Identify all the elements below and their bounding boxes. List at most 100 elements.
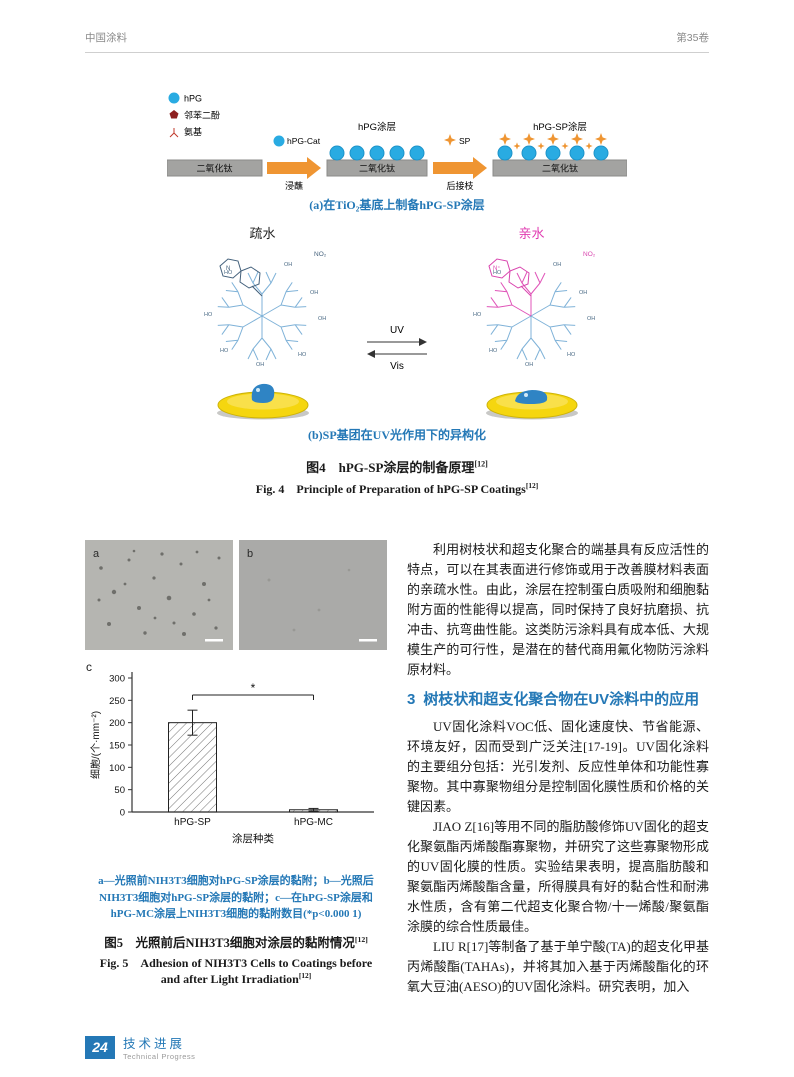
article-text-column: 利用树枝状和超支化聚合的端基具有反应活性的特点，可以在其表面进行修饰或用于改善膜… bbox=[407, 540, 709, 997]
ho-label: HO bbox=[493, 270, 502, 276]
oh-label: OH bbox=[256, 362, 264, 368]
catechol-legend-icon bbox=[169, 110, 179, 119]
page-number: 24 bbox=[85, 1035, 115, 1059]
ho-label: HO bbox=[220, 348, 229, 354]
paragraph-3: JIAO Z[16]等用不同的脂肪酸修饰UV固化的超支化聚氨酯丙烯酸酯寡聚物，并… bbox=[407, 819, 709, 934]
panel-b-label: b bbox=[247, 548, 253, 560]
uv-label: UV bbox=[390, 325, 404, 336]
dip-arrow-icon bbox=[267, 157, 321, 179]
paragraph-4: LIU R[17]等制备了基于单宁酸(TA)的超支化甲基丙烯酸酯(TAHAs)，… bbox=[407, 939, 709, 994]
graft-arrow-icon bbox=[433, 157, 487, 179]
ho-label: HO bbox=[224, 270, 233, 276]
panel-a-label: a bbox=[93, 548, 100, 560]
substrate-label-1: 二氧化钛 bbox=[196, 163, 232, 174]
ho-label: HO bbox=[204, 312, 213, 318]
note-line: NIH3T3细胞对hPG-SP涂层的黏附；c—在hPG-SP涂层和 bbox=[99, 891, 373, 904]
section-number: 3 bbox=[407, 691, 416, 708]
figure5-caption-cn: 图5 光照前后NIH3T3细胞对涂层的黏附情况[12] bbox=[104, 934, 368, 950]
step2-method: 后接枝 bbox=[446, 180, 473, 191]
figure4-scheme: hPG 邻苯二酚 氨基 二氧化钛 hPG-Cat 浸蘸 hPG涂层 二氧化钛 bbox=[97, 88, 697, 192]
substrate-label-2: 二氧化钛 bbox=[359, 163, 395, 174]
sp-star-icon bbox=[444, 134, 456, 146]
figure4a-caption: (a)在TiO₂基底上制备hPG-SP涂层 bbox=[309, 198, 485, 212]
coating1-label: hPG涂层 bbox=[358, 121, 396, 133]
section-title: 树枝状和超支化聚合物在UV涂料中的应用 bbox=[423, 691, 700, 708]
figure4-caption-cn: 图4 hPG-SP涂层的制备原理[12] bbox=[306, 459, 488, 475]
figure5-notes: a—光照前NIH3T3细胞对hPG-SP涂层的黏附；b—光照后 NIH3T3细胞… bbox=[85, 873, 387, 923]
scale-bar bbox=[205, 639, 223, 642]
footer-section-en: Technical Progress bbox=[123, 1052, 196, 1061]
water-droplet-flat bbox=[514, 390, 547, 404]
ho-label: HO bbox=[489, 348, 498, 354]
svg-text:细胞/(个·mm⁻²): 细胞/(个·mm⁻²) bbox=[89, 711, 102, 779]
ho-label: HO bbox=[473, 312, 482, 318]
uv-vis-arrows: UV Vis bbox=[361, 323, 433, 422]
substrate-bar-3 bbox=[492, 159, 627, 177]
figure5-caption-en: Fig. 5 Adhesion of NIH3T3 Cells to Coati… bbox=[99, 955, 373, 986]
page-header: 中国涂料 第35卷 bbox=[85, 30, 709, 53]
figure5-ref: [12] bbox=[354, 934, 368, 944]
scale-bar bbox=[359, 639, 377, 642]
oh-label: OH bbox=[587, 316, 595, 322]
svg-text:250: 250 bbox=[109, 696, 125, 707]
svg-text:100: 100 bbox=[109, 763, 125, 774]
svg-text:50: 50 bbox=[114, 785, 125, 796]
substrate-bar-1 bbox=[167, 159, 263, 177]
svg-text:300: 300 bbox=[109, 674, 125, 685]
molecule-hydrophobic: OH OH OH HO OH HO HO HO N bbox=[204, 251, 327, 368]
faint-dots bbox=[267, 568, 351, 632]
amine-legend-icon bbox=[169, 128, 179, 138]
step2-reagent: SP bbox=[459, 136, 471, 146]
figure4-isomerization: 疏水 OH OH OH HO OH bbox=[97, 223, 697, 422]
step1-reagent: hPG-Cat bbox=[287, 136, 321, 146]
legend-catechol-label: 邻苯二酚 bbox=[184, 110, 220, 121]
ho-label: HO bbox=[567, 352, 576, 358]
figure4-caption-en: Fig. 4 Principle of Preparation of hPG-S… bbox=[255, 481, 539, 496]
svg-text:hPG-MC: hPG-MC bbox=[294, 817, 333, 828]
hpg-sp-particles-row bbox=[497, 145, 609, 161]
hydrophilic-label: 亲水 bbox=[518, 226, 545, 241]
footer-section-cn: 技术进展 bbox=[123, 1037, 186, 1051]
water-droplet-round bbox=[251, 383, 274, 403]
oh-label: OH bbox=[579, 290, 587, 296]
hpg-cat-dot-icon bbox=[273, 135, 285, 147]
n-atom-label: N bbox=[226, 266, 230, 272]
no2-label: NO₂ bbox=[583, 251, 596, 258]
substrate-label-3: 二氧化钛 bbox=[542, 163, 578, 174]
svg-text:hPG-SP: hPG-SP bbox=[174, 817, 211, 828]
spiropyran-rings bbox=[219, 258, 263, 297]
legend-hpg-label: hPG bbox=[184, 94, 202, 104]
micrograph-a: a bbox=[85, 540, 233, 650]
svg-text:200: 200 bbox=[109, 718, 125, 729]
figure5-ref-en: [12] bbox=[298, 970, 312, 980]
hpg-legend-icon bbox=[168, 92, 180, 104]
svg-text:150: 150 bbox=[109, 741, 125, 752]
hydrophobic-column: 疏水 OH OH OH HO OH bbox=[180, 223, 345, 422]
cells-dots bbox=[97, 549, 221, 636]
hydrophobic-label: 疏水 bbox=[249, 226, 276, 241]
oh-label: OH bbox=[553, 262, 561, 268]
figure4-ref: [12] bbox=[474, 459, 488, 469]
oh-label: OH bbox=[525, 362, 533, 368]
hpg-particles-row bbox=[329, 145, 425, 161]
section-heading: 3 树枝状和超支化聚合物在UV涂料中的应用 bbox=[407, 689, 709, 710]
header-volume: 第35卷 bbox=[676, 32, 709, 44]
svg-text:*: * bbox=[251, 681, 256, 695]
micrograph-panels: a b bbox=[85, 540, 387, 650]
figure4-ref-en: [12] bbox=[525, 481, 539, 490]
figure-5: a b c bbox=[85, 540, 387, 997]
paragraph-1: 利用树枝状和超支化聚合的端基具有反应活性的特点，可以在其表面进行修饰或用于改善膜… bbox=[407, 542, 709, 677]
no2-label: NO₂ bbox=[314, 251, 327, 258]
panel-c-label: c bbox=[86, 660, 92, 674]
legend-amine-label: 氨基 bbox=[184, 126, 202, 137]
vis-label: Vis bbox=[390, 361, 404, 372]
ho-label: HO bbox=[298, 352, 307, 358]
hydrophilic-column: 亲水 OH OH OH HO OH bbox=[449, 223, 614, 422]
merocyanine-rings bbox=[488, 258, 532, 297]
coating2-label: hPG-SP涂层 bbox=[533, 121, 587, 133]
step1-method: 浸蘸 bbox=[285, 180, 303, 191]
svg-text:涂层种类: 涂层种类 bbox=[232, 832, 274, 845]
